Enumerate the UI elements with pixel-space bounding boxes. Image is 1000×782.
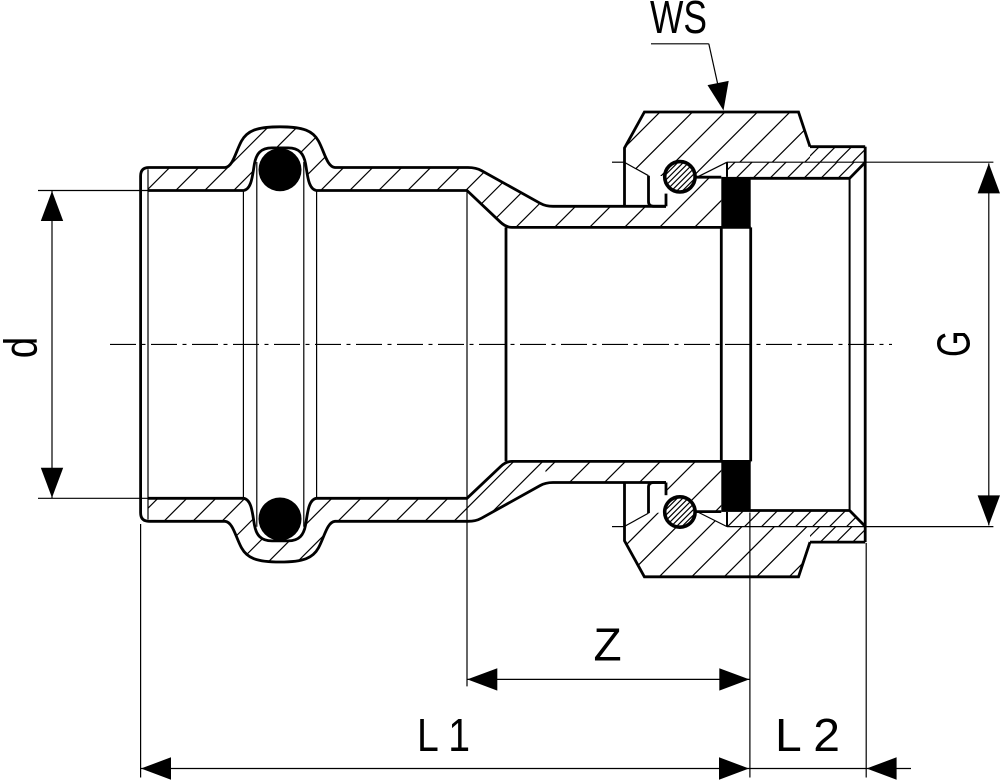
svg-text:WS: WS — [650, 0, 707, 43]
svg-text:L 2: L 2 — [775, 709, 840, 761]
svg-text:Z: Z — [593, 619, 621, 671]
svg-text:G: G — [927, 330, 979, 357]
svg-text:d: d — [0, 337, 46, 359]
svg-text:L 1: L 1 — [417, 709, 470, 761]
